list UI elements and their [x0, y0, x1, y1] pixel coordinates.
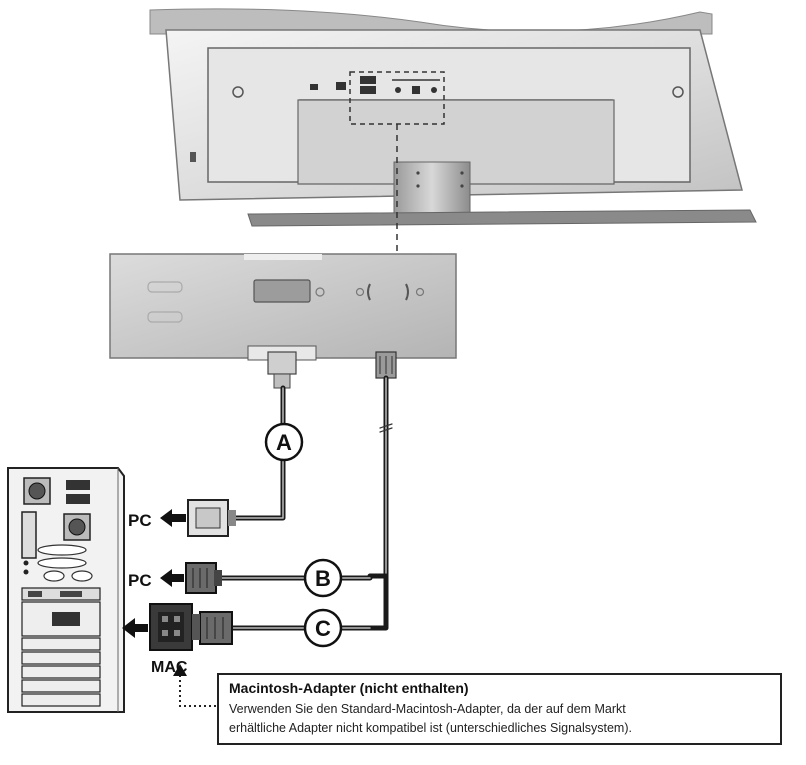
arrow-icon	[122, 618, 148, 638]
pc-dvi-plug	[187, 499, 236, 537]
arrow-icon	[160, 509, 186, 527]
cable-a-label: A	[276, 430, 292, 455]
cable-a-callout: A	[264, 422, 304, 462]
screw-icon	[232, 86, 244, 98]
mac-label: MAC	[151, 659, 188, 676]
arrow-up-icon	[173, 664, 187, 676]
pc-label: PC	[128, 511, 152, 530]
note-text: Verwenden Sie den Standard-Macintosh-Ada…	[229, 702, 626, 716]
dvi-port	[253, 279, 325, 303]
cable-c-callout: C	[303, 608, 343, 648]
mac-adapter-note: Macintosh-Adapter (nicht enthalten) Verw…	[217, 673, 782, 745]
note-leader	[179, 672, 216, 707]
arrow-icon	[160, 569, 184, 587]
pc-label: PC	[128, 571, 152, 590]
macintosh-adapter	[149, 603, 200, 651]
screw-icon	[672, 86, 684, 98]
cable-b-label: B	[315, 566, 331, 591]
pc-tower	[7, 467, 125, 713]
dsub-plug	[375, 351, 397, 379]
mac-plug	[199, 611, 233, 645]
dsub-port	[355, 283, 425, 301]
connector-panel	[109, 253, 457, 389]
cable-b-callout: B	[303, 558, 343, 598]
note-title: Macintosh-Adapter (nicht enthalten)	[229, 680, 469, 696]
cable-c-label: C	[315, 616, 331, 641]
cables	[219, 375, 393, 631]
note-text: erhältliche Adapter nicht kompatibel ist…	[229, 721, 632, 735]
dvi-plug	[247, 345, 317, 389]
monitor-port-row	[310, 76, 440, 94]
monitor-back	[149, 8, 757, 227]
pc-dsub-plug	[185, 562, 222, 594]
